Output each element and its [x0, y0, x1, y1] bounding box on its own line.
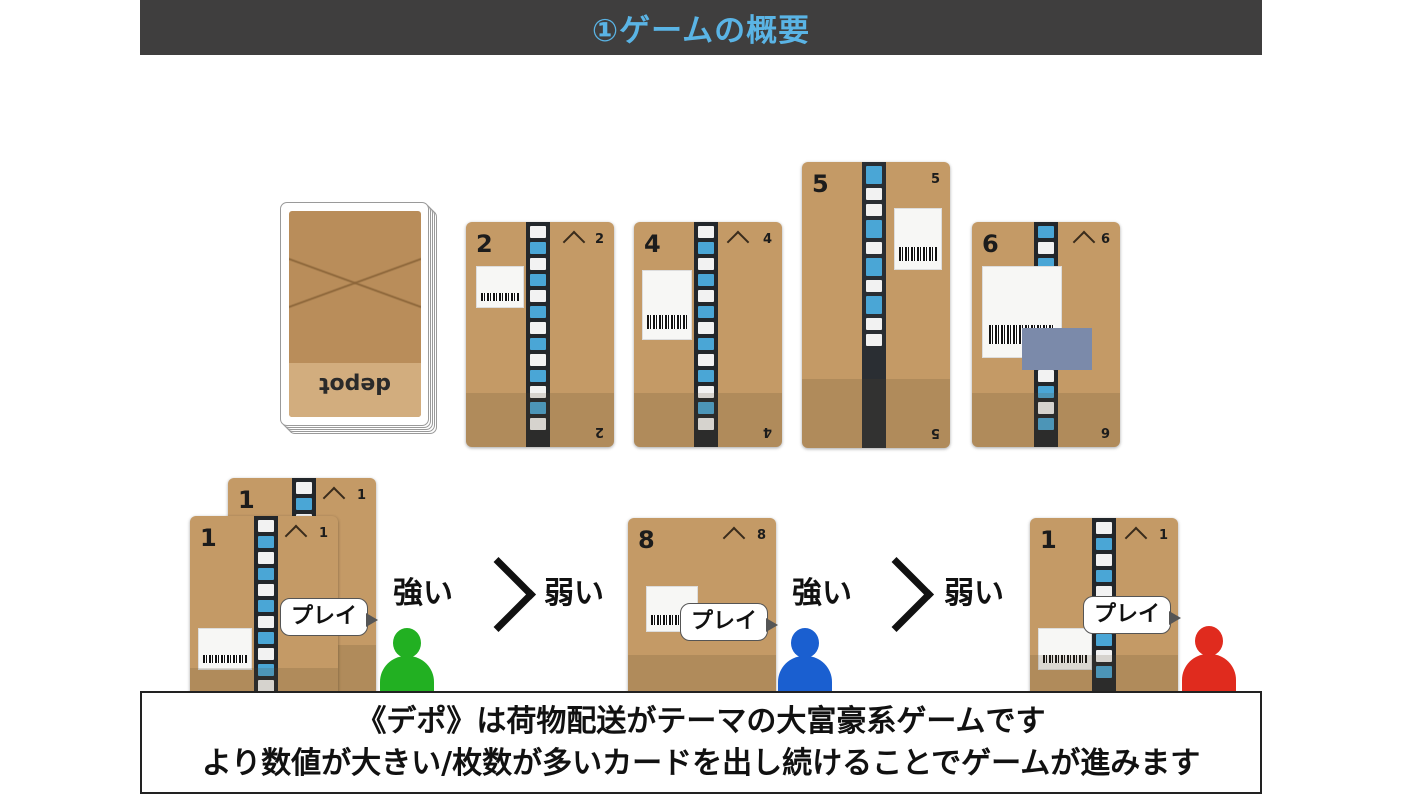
card-number: 8: [638, 526, 655, 554]
card-corner-number: 8: [756, 528, 766, 543]
card-number: 4: [644, 230, 661, 258]
caption-box: 《デポ》は荷物配送がテーマの大富豪系ゲームです より数値が大きい/枚数が多いカー…: [140, 691, 1262, 794]
weak-label: 弱い: [944, 576, 1004, 611]
chevron-up-icon: [1072, 230, 1096, 254]
player-green-icon: [380, 628, 434, 696]
greater-than-icon: [461, 557, 536, 632]
card-corner-number: 6: [1100, 232, 1110, 247]
play-bubble: プレイ: [1083, 596, 1182, 634]
card-bottom-number: 4: [762, 424, 772, 439]
card-deck: depot: [280, 202, 437, 434]
card-number: 1: [238, 486, 255, 514]
strong-label: 強い: [792, 576, 852, 611]
tape-strip: [862, 162, 886, 448]
shipping-label: [894, 208, 942, 270]
card-number: 1: [200, 524, 217, 552]
depot-logo: depot: [318, 372, 392, 397]
shipping-label: [198, 628, 252, 670]
card-4: 4 4 4: [634, 222, 782, 447]
card-2: 2 2 2: [466, 222, 614, 447]
player-red-icon: [1182, 626, 1236, 694]
card-number: 1: [1040, 526, 1057, 554]
card-6: 6 6 6: [972, 222, 1120, 447]
card-bottom-number: 2: [594, 424, 604, 439]
card-bottom-number: 6: [1100, 424, 1110, 439]
card-number: 6: [982, 230, 999, 258]
page-title: ①ゲームの概要: [591, 13, 811, 49]
title-bar: ①ゲームの概要: [140, 0, 1262, 55]
weak-label: 弱い: [544, 576, 604, 611]
card-corner-number: 1: [318, 526, 328, 541]
card-5: 5 5 5: [802, 162, 950, 448]
play-bubble: プレイ: [280, 598, 379, 636]
shipping-label: [642, 270, 692, 340]
chevron-up-icon: [562, 230, 586, 254]
card-corner-number: 1: [356, 488, 366, 503]
greater-than-icon: [859, 557, 934, 632]
card-corner-number: 5: [930, 172, 940, 187]
chevron-up-icon: [284, 524, 308, 548]
chevron-up-icon: [722, 526, 746, 550]
tape-strip: [694, 222, 718, 447]
card-number: 5: [812, 170, 829, 198]
play-bubble: プレイ: [680, 603, 779, 641]
tape-strip: [526, 222, 550, 447]
chevron-up-icon: [726, 230, 750, 254]
caption-line-2: より数値が大きい/枚数が多いカードを出し続けることでゲームが進みます: [201, 745, 1201, 781]
card-1-right: 1 1: [1030, 518, 1178, 698]
shipping-label: [476, 266, 524, 308]
caption-line-1: 《デポ》は荷物配送がテーマの大富豪系ゲームです: [356, 703, 1046, 739]
blue-sticker: [1022, 328, 1092, 370]
card-bottom-number: 5: [930, 425, 940, 440]
card-corner-number: 2: [594, 232, 604, 247]
card-number: 2: [476, 230, 493, 258]
shipping-label: [1038, 628, 1092, 670]
chevron-up-icon: [322, 486, 346, 510]
card-back-face: depot: [289, 211, 421, 417]
card-corner-number: 1: [1158, 528, 1168, 543]
deck-top-card: depot: [280, 202, 429, 426]
card-corner-number: 4: [762, 232, 772, 247]
tape-strip: [254, 516, 278, 716]
player-blue-icon: [778, 628, 832, 696]
chevron-up-icon: [1124, 526, 1148, 550]
strong-label: 強い: [393, 576, 453, 611]
